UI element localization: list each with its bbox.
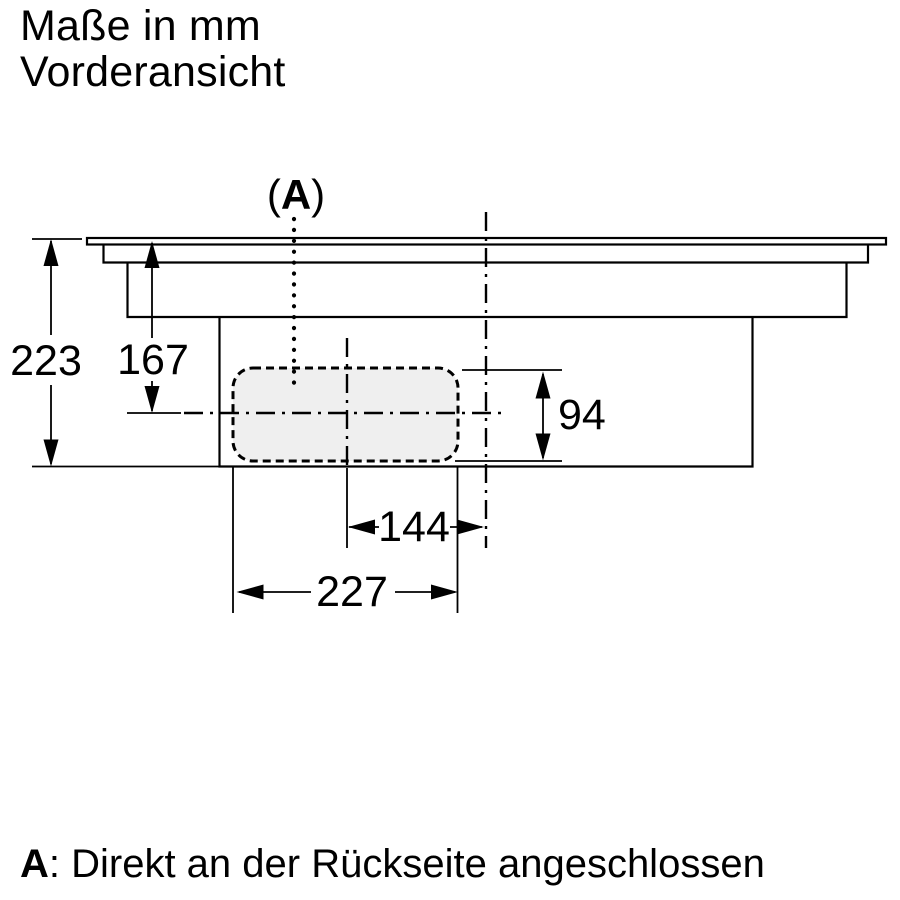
dim-227-label: 227 (316, 568, 388, 616)
dim-223-arrow-up (43, 239, 59, 266)
footnote: A: Direkt an der Rückseite angeschlossen (20, 842, 765, 887)
units-note: Maße in mm (20, 2, 261, 50)
dim-144-arrow-right (457, 519, 484, 535)
dim-227-arrow-left (236, 584, 264, 600)
dim-total-height: 223 (10, 239, 82, 467)
upper-housing (126, 262, 848, 319)
dim-223-label: 223 (10, 337, 82, 385)
extension-lines (32, 238, 562, 613)
dim-167-arrow-up (144, 241, 160, 268)
callout-paren-open: ( (267, 171, 281, 218)
dim-duct-height: 94 (535, 371, 606, 461)
dim-144-label: 144 (378, 503, 450, 551)
footnote-text: : Direkt an der Rückseite angeschlossen (48, 842, 765, 886)
dim-144-arrow-left (348, 519, 375, 535)
dim-94-label: 94 (558, 391, 606, 439)
drawing-header: Maße in mm Vorderansicht (20, 3, 286, 95)
callout-paren-close: ) (311, 171, 325, 218)
dim-227-arrow-right (431, 584, 458, 600)
dim-94-arrow-down (535, 433, 551, 461)
callout-A-label: (A) (267, 171, 325, 218)
dim-center-to-axis: 144 (348, 503, 484, 551)
dim-167-label: 167 (117, 336, 189, 384)
dim-94-arrow-up (535, 371, 551, 399)
reference-lines (127, 212, 505, 548)
view-name: Vorderansicht (20, 48, 286, 96)
dim-167-arrow-down (144, 386, 160, 413)
duct-outlet-dashed-box (231, 366, 460, 463)
dim-glass-to-axis: 167 (117, 241, 189, 413)
dim-duct-width: 227 (236, 568, 458, 616)
callout-letter: A (281, 171, 311, 218)
footnote-label: A (20, 842, 49, 886)
dim-223-arrow-down (43, 439, 59, 467)
